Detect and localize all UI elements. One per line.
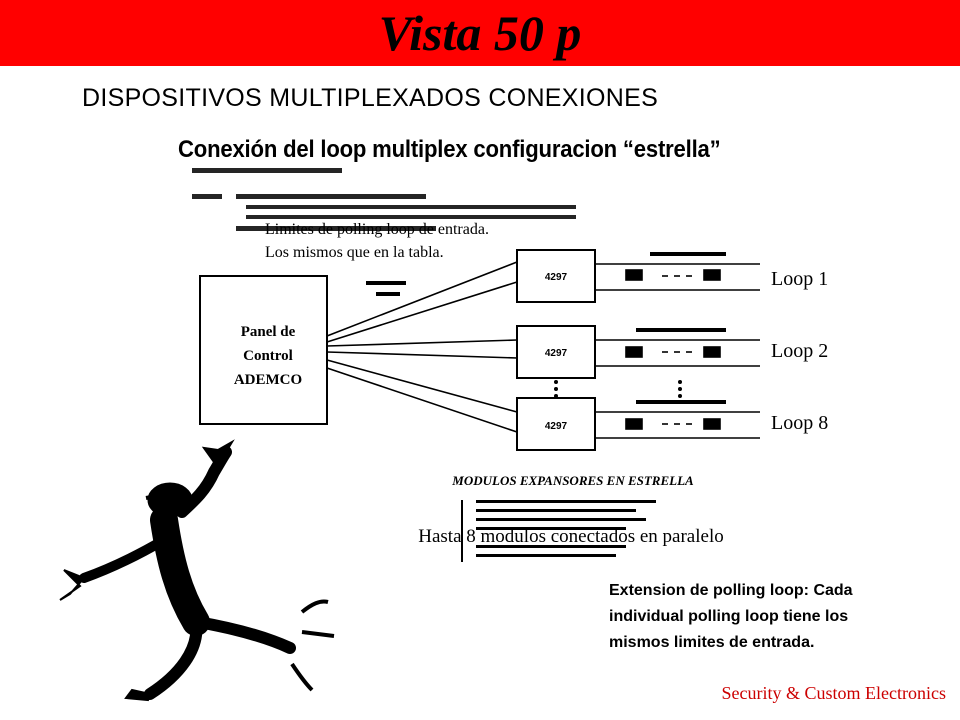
module-dots: [554, 380, 682, 398]
loop-label-1: Loop 1: [771, 268, 829, 290]
svg-text:4297: 4297: [545, 272, 568, 283]
extension-loop-2: [595, 328, 760, 367]
input-loop-label: [366, 281, 406, 296]
footer-brand: Security & Custom Electronics: [721, 683, 946, 703]
extension-loop-1: [595, 252, 760, 291]
slide-title: Vista 50 p: [378, 5, 582, 61]
svg-text:4297: 4297: [545, 421, 568, 432]
title-banner: [0, 0, 960, 66]
control-panel-label: Panel de Control ADEMCO: [233, 324, 303, 388]
module-4297-1: 4297: [516, 249, 596, 303]
extension-loop-8: [595, 400, 760, 439]
polling-limits-note: Limites de polling loop de entrada. Los …: [265, 221, 489, 261]
svg-text:4297: 4297: [545, 348, 568, 359]
module-4297-8: 4297: [516, 397, 596, 451]
slide-heading: DISPOSITIVOS MULTIPLEXADOS CONEXIONES: [82, 84, 659, 112]
extension-note: Extension de polling loop: Cada individu…: [609, 582, 853, 651]
parallel-modules-note: Hasta 8 modulos conectados en paralelo: [418, 526, 724, 547]
module-4297-2: 4297: [516, 325, 596, 379]
scanned-footnotes: [461, 500, 656, 562]
slide-subheading: Conexión del loop multiplex configuracio…: [178, 136, 721, 163]
star-lines: [326, 261, 518, 433]
modules-caption: MODULOS EXPANSORES EN ESTRELLA: [452, 473, 694, 488]
loop-label-8: Loop 8: [771, 412, 829, 434]
loop-label-2: Loop 2: [771, 340, 829, 362]
stick-figure-icon: [59, 439, 335, 702]
scanned-notes: [192, 168, 576, 231]
control-panel-box: [199, 275, 328, 425]
